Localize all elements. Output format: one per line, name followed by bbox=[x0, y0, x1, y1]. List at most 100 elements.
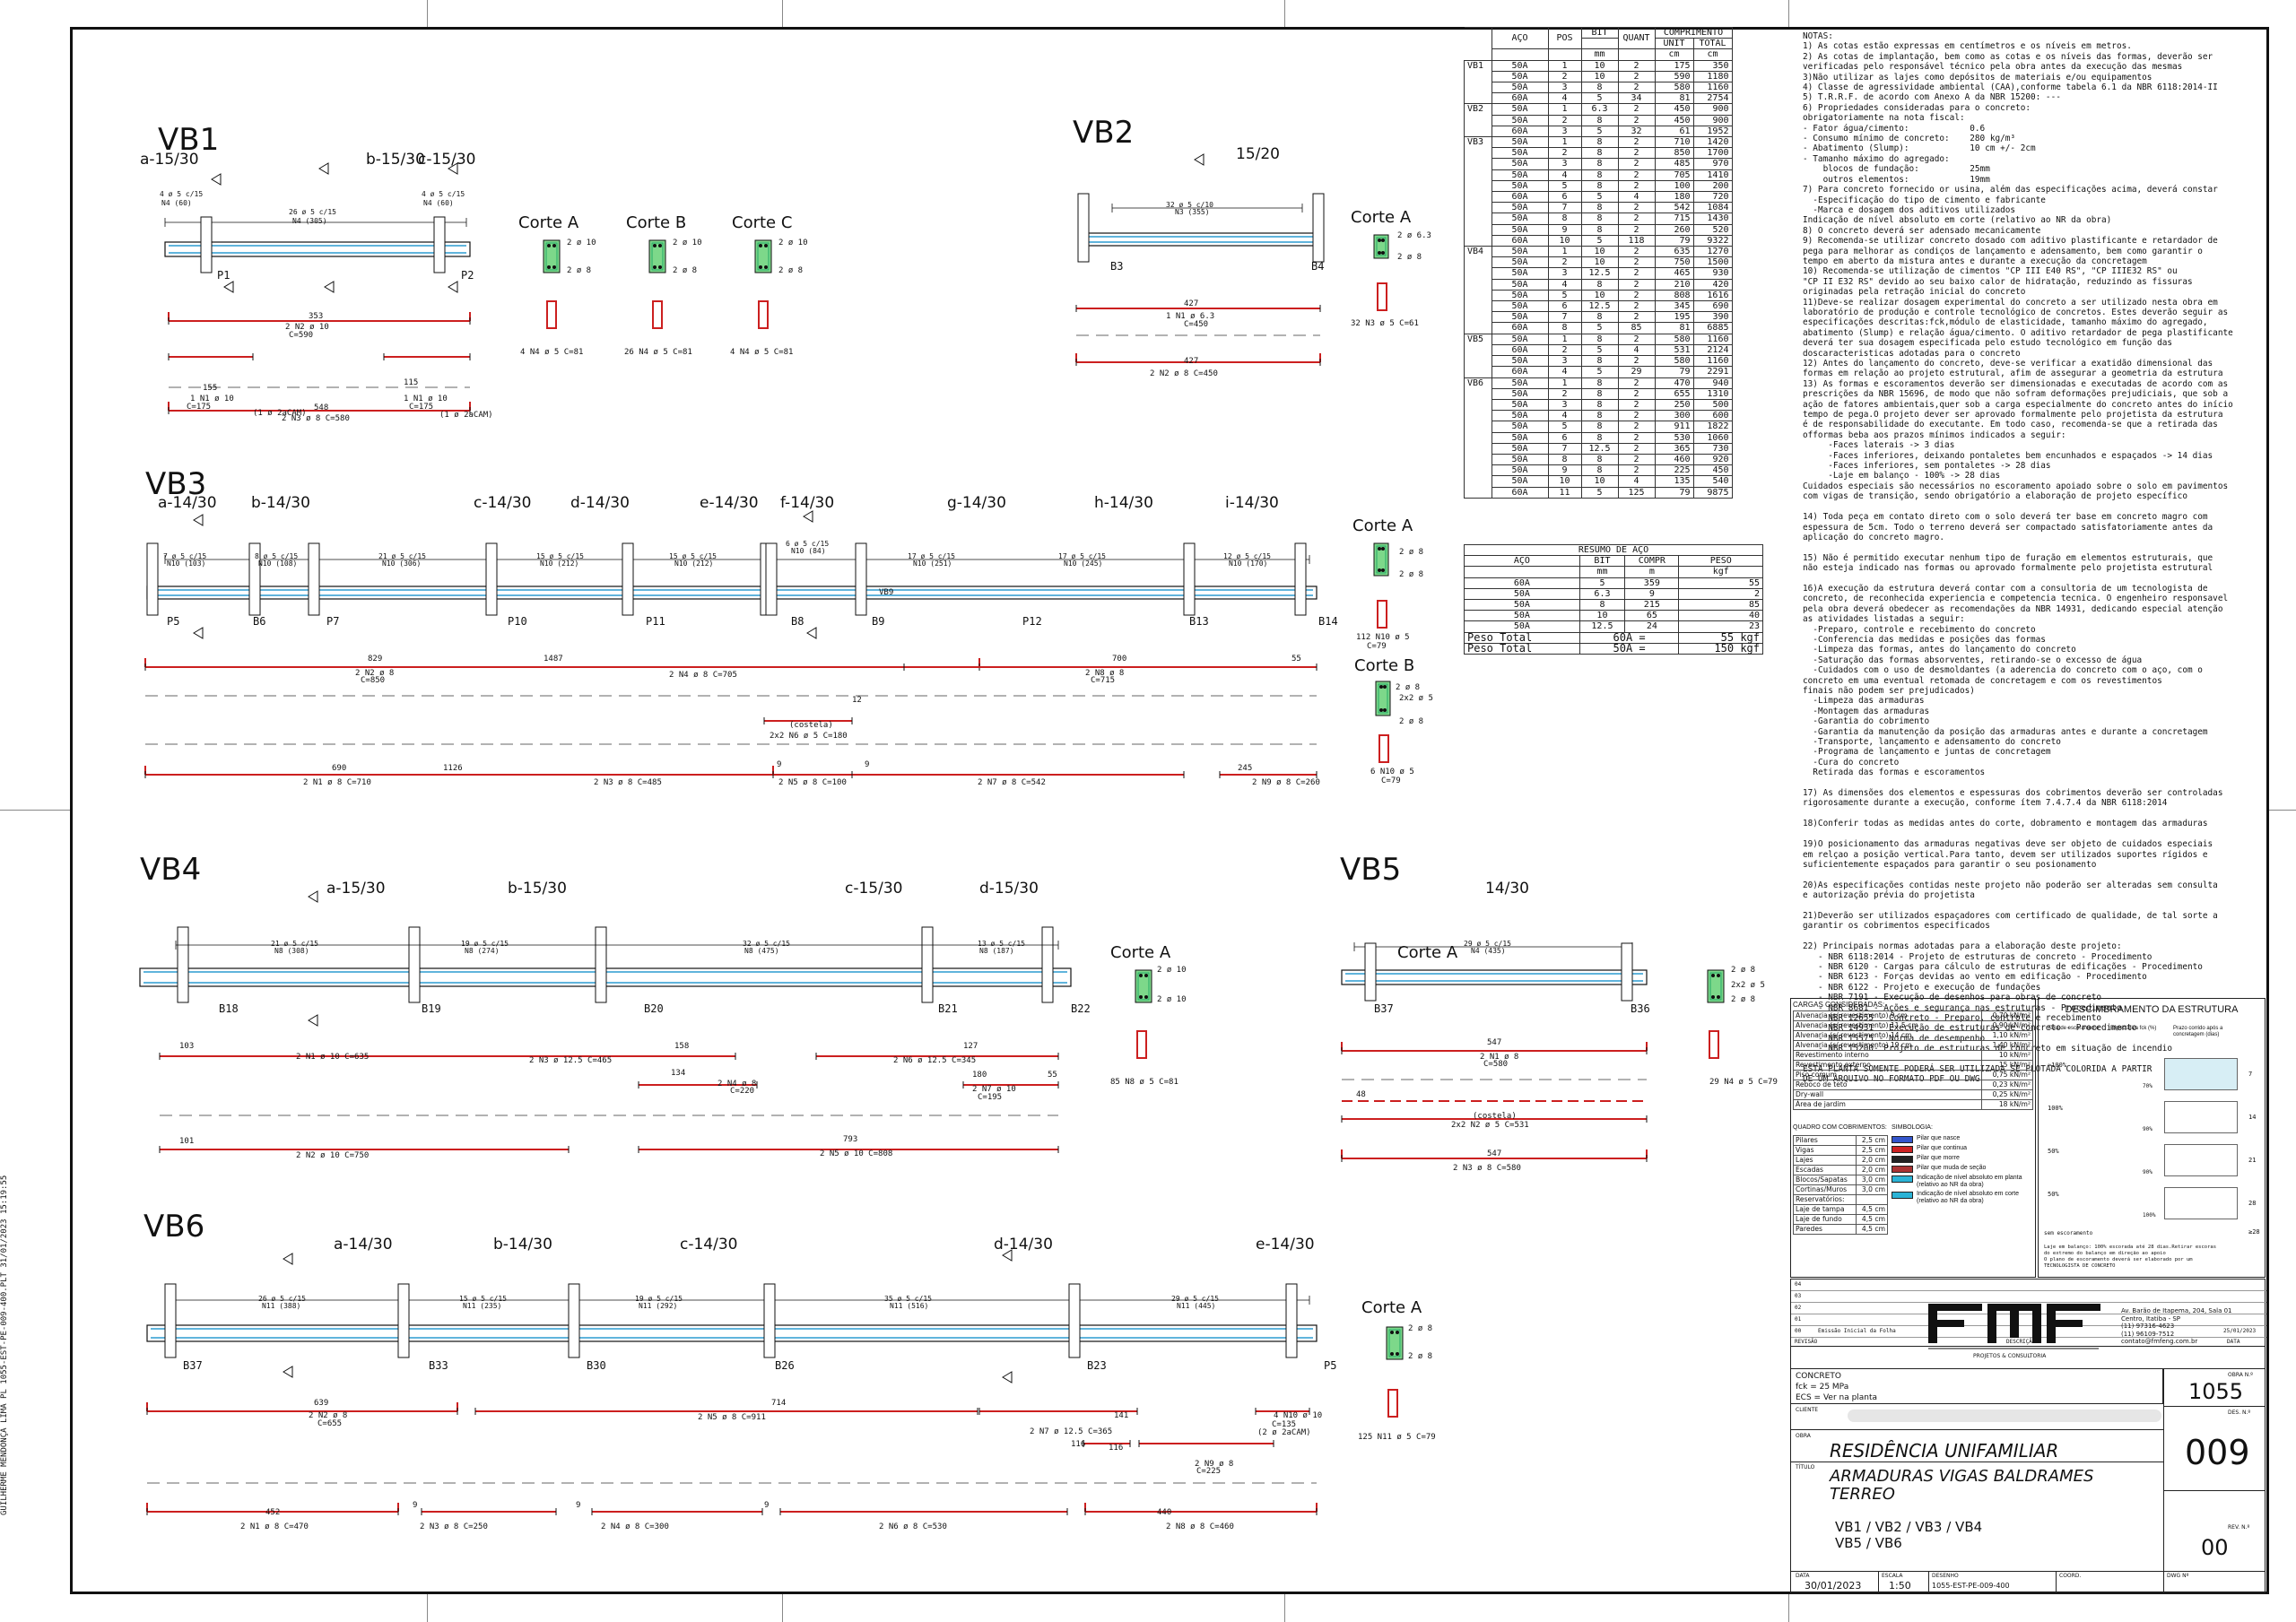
rebar-line bbox=[1219, 771, 1318, 778]
vb6-span-label: c-14/30 bbox=[680, 1236, 738, 1253]
rebar-line bbox=[1341, 1042, 1648, 1054]
vb5-stirrups-text: 29 ø 5 c/15 bbox=[1464, 940, 1511, 948]
vb6-span-label: d-14/30 bbox=[994, 1236, 1053, 1253]
vb3-stirrupsum-text: 112 N10 ø 5 bbox=[1356, 633, 1410, 642]
vb2-pillars-text: B3 bbox=[1110, 260, 1124, 273]
stirrup-shape bbox=[1377, 282, 1387, 311]
vb4-sections-text: 2 ø 10 bbox=[1157, 966, 1187, 975]
vb6-bars-text: 2 N2 ø 8 bbox=[309, 1411, 348, 1420]
vb2-bars-text: 427 bbox=[1184, 299, 1199, 308]
vb1-span-label: a-15/30 bbox=[140, 151, 199, 169]
beam-title-vb3: VB3 bbox=[145, 466, 207, 502]
vb3-bars-text: 9 bbox=[777, 760, 782, 769]
legend-symbol: Pilar que continua bbox=[1892, 1145, 2033, 1153]
stirrup-shape bbox=[1136, 1030, 1147, 1059]
vb1-sections-text: 2 ø 10 bbox=[778, 239, 808, 247]
section-box bbox=[648, 239, 666, 273]
vb5-bars-text: 547 bbox=[1487, 1149, 1502, 1158]
vb6-sections-text: 2 ø 8 bbox=[1408, 1352, 1433, 1361]
vb6-bars-text: 452 bbox=[265, 1508, 281, 1517]
vb3-stirrups-text: 17 ø 5 c/15 bbox=[908, 552, 955, 560]
vb6-span-label: e-14/30 bbox=[1256, 1236, 1315, 1253]
vb3-sections-text: 2 ø 8 bbox=[1399, 717, 1424, 726]
vb6-bars-text: 2 N1 ø 8 C=470 bbox=[240, 1522, 309, 1531]
rev-number-label: REV. N.º bbox=[2228, 1524, 2250, 1531]
vb3-stirrups-text: 7 ø 5 c/15 bbox=[163, 552, 207, 560]
rebar-line bbox=[168, 312, 471, 325]
vb6-bars-text: 2 N4 ø 8 C=300 bbox=[601, 1522, 669, 1531]
vb4-stirrups-text: 19 ø 5 c/15 bbox=[461, 940, 509, 948]
vb1-stirrupsum-text: 4 N4 ø 5 C=81 bbox=[520, 348, 584, 357]
stirrup-shape bbox=[546, 300, 557, 329]
vb1-stirrupsum-text: 4 N4 ø 5 C=81 bbox=[730, 348, 794, 357]
rebar-line bbox=[962, 1081, 1059, 1089]
vb6-stirrups-text: N11 (388) bbox=[262, 1302, 301, 1310]
vb3-stirrups-text: N10 (212) bbox=[540, 559, 579, 568]
vb6-bars-text: 2 N8 ø 8 C=460 bbox=[1166, 1522, 1234, 1531]
stirrup-shape bbox=[1709, 1030, 1719, 1059]
section-box bbox=[754, 239, 772, 273]
vb6-bars-text: 9 bbox=[576, 1501, 581, 1510]
beam-elevation bbox=[1341, 942, 1648, 1002]
vb1-cut-label: Corte A bbox=[518, 213, 579, 232]
vb1-bars-text: C=175 bbox=[187, 403, 212, 412]
vb3-span-label: b-14/30 bbox=[251, 494, 310, 512]
vb3-pillars-text: B13 bbox=[1189, 615, 1209, 628]
stirrup-shape bbox=[652, 300, 663, 329]
rebar-line bbox=[815, 1053, 1059, 1060]
vb2-sections-text: 2 ø 8 bbox=[1397, 253, 1422, 262]
vb3-bars-text: 1126 bbox=[443, 764, 463, 773]
vb4-bars-text: 55 bbox=[1048, 1071, 1057, 1080]
beams-list-1: VB1 / VB2 / VB3 / VB4 bbox=[1835, 1519, 1983, 1535]
vb2-cut-label: Corte A bbox=[1351, 208, 1412, 227]
sheet-number: 009 bbox=[2185, 1433, 2250, 1472]
scale-label: ESCALA bbox=[1882, 1573, 1903, 1579]
vb1-stirrups-text: N4 (305) bbox=[292, 217, 327, 225]
vb3-bars-text: 245 bbox=[1238, 764, 1253, 773]
beam-title-vb6: VB6 bbox=[144, 1209, 205, 1245]
vb4-stirrups-text: 21 ø 5 c/15 bbox=[271, 940, 318, 948]
vb6-bars-text: C=135 bbox=[1272, 1420, 1297, 1429]
vb3-span-label: d-14/30 bbox=[570, 494, 630, 512]
vb1-stirrupsum-text: 26 N4 ø 5 C=81 bbox=[624, 348, 692, 357]
vb4-bars-text: 101 bbox=[179, 1137, 195, 1146]
company-logo bbox=[1928, 1302, 2108, 1356]
rebar-line bbox=[146, 1503, 399, 1515]
titulo-label: TÍTULO bbox=[1796, 1464, 1815, 1470]
vb1-stirrups-text: 4 ø 5 c/15 bbox=[422, 190, 465, 198]
vb6-pillars-text: B23 bbox=[1087, 1359, 1107, 1372]
vb3-cut-label: Corte A bbox=[1352, 516, 1413, 535]
vb5-sections-text: 2x2 ø 5 bbox=[1731, 981, 1765, 990]
rebar-line bbox=[763, 717, 853, 724]
concrete-ecs: ECS = Ver na planta bbox=[1796, 1393, 1878, 1402]
vb1-cut-label: Corte C bbox=[732, 213, 793, 232]
section-box bbox=[1375, 681, 1391, 716]
vb1-bars-text: 548 bbox=[314, 403, 329, 412]
rebar-line bbox=[421, 1508, 557, 1515]
vb3-pillars-text: B14 bbox=[1318, 615, 1338, 628]
vb3-pillars-text: P7 bbox=[326, 615, 340, 628]
vb2-bars-text: 1 N1 ø 6.3 bbox=[1166, 312, 1215, 321]
vb6-pillars-text: B33 bbox=[429, 1359, 448, 1372]
vb1-bars-text: 115 bbox=[404, 378, 419, 387]
vb1-sections-text: 2 ø 8 bbox=[778, 266, 804, 275]
beam-elevation bbox=[139, 926, 1072, 1003]
concrete-label: CONCRETO bbox=[1796, 1372, 1841, 1381]
vb4-pillars-text: B18 bbox=[219, 1002, 239, 1015]
vb6-pillars-text: P5 bbox=[1324, 1359, 1337, 1372]
